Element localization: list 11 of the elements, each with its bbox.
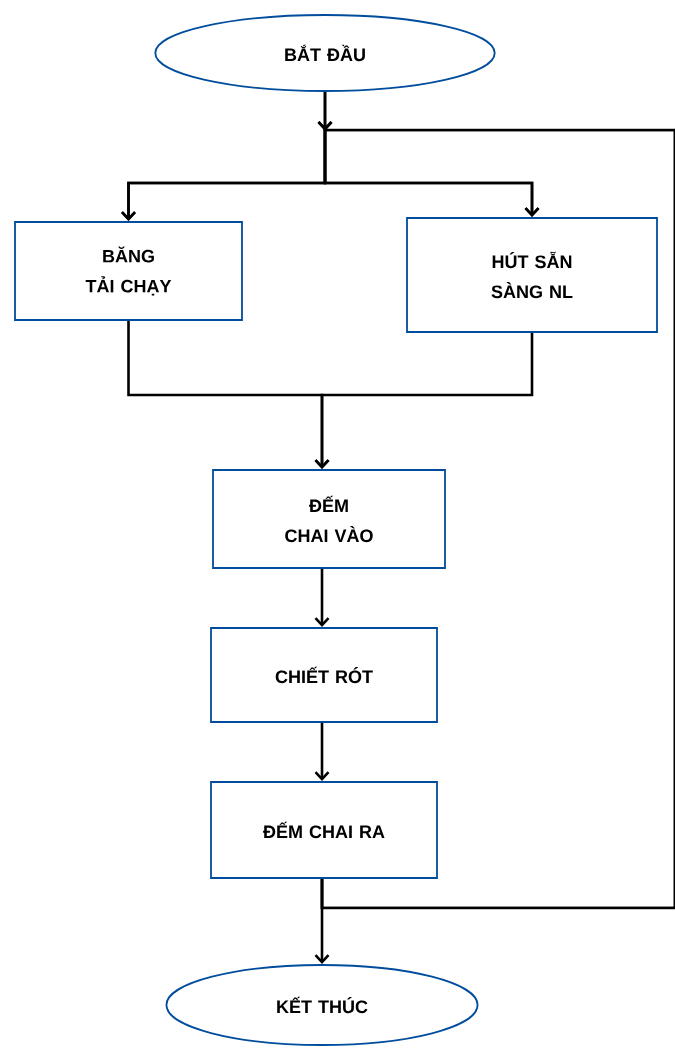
arrow <box>314 722 330 782</box>
arrow <box>314 568 330 628</box>
process-box: ĐẾM CHAI VÀO <box>212 469 446 569</box>
process-box: ĐẾM CHAI RA <box>210 781 438 879</box>
process-box: CHIẾT RÓT <box>210 627 438 723</box>
arrow <box>314 332 534 470</box>
terminal-oval: KẾT THÚC <box>165 964 479 1046</box>
terminal-oval: BẮT ĐẦU <box>154 14 496 92</box>
arrow <box>317 121 675 910</box>
process-box: BĂNG TẢI CHẠY <box>14 221 243 321</box>
process-box: HÚT SẴN SÀNG NL <box>406 217 658 333</box>
